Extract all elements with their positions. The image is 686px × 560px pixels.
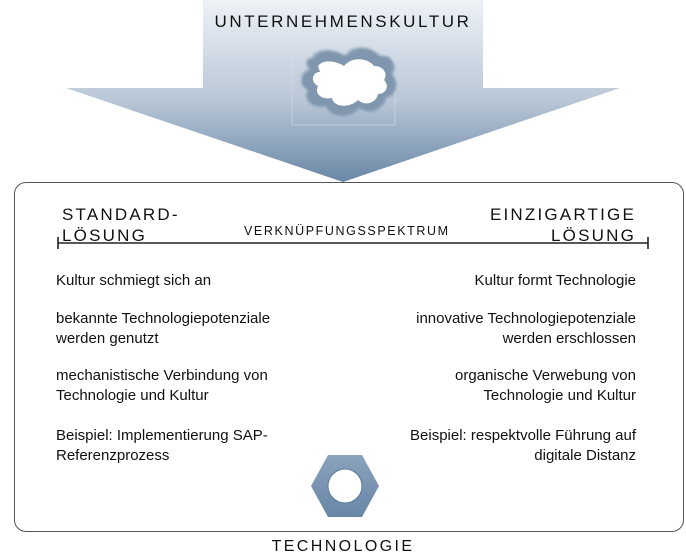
standard-solution-heading: STANDARD- LÖSUNG bbox=[62, 205, 180, 245]
unique-solution-heading: EINZIGARTIGE LÖSUNG bbox=[489, 205, 636, 245]
culture-label: UNTERNEHMENSKULTUR bbox=[214, 12, 472, 31]
left-item-1: Kultur schmiegt sich an bbox=[56, 272, 212, 289]
technology-label: TECHNOLOGIE bbox=[271, 538, 415, 555]
right-item-1: Kultur formt Technologie bbox=[474, 272, 636, 289]
left-item-4: Beispiel: Implementierung SAP-Referenzpr… bbox=[56, 427, 268, 464]
technology-nut-icon bbox=[311, 455, 379, 517]
spectrum-label: VERKNÜPFUNGSSPEKTRUM bbox=[244, 224, 450, 238]
spectrum-axis bbox=[57, 237, 649, 249]
culture-arrow bbox=[66, 0, 620, 182]
